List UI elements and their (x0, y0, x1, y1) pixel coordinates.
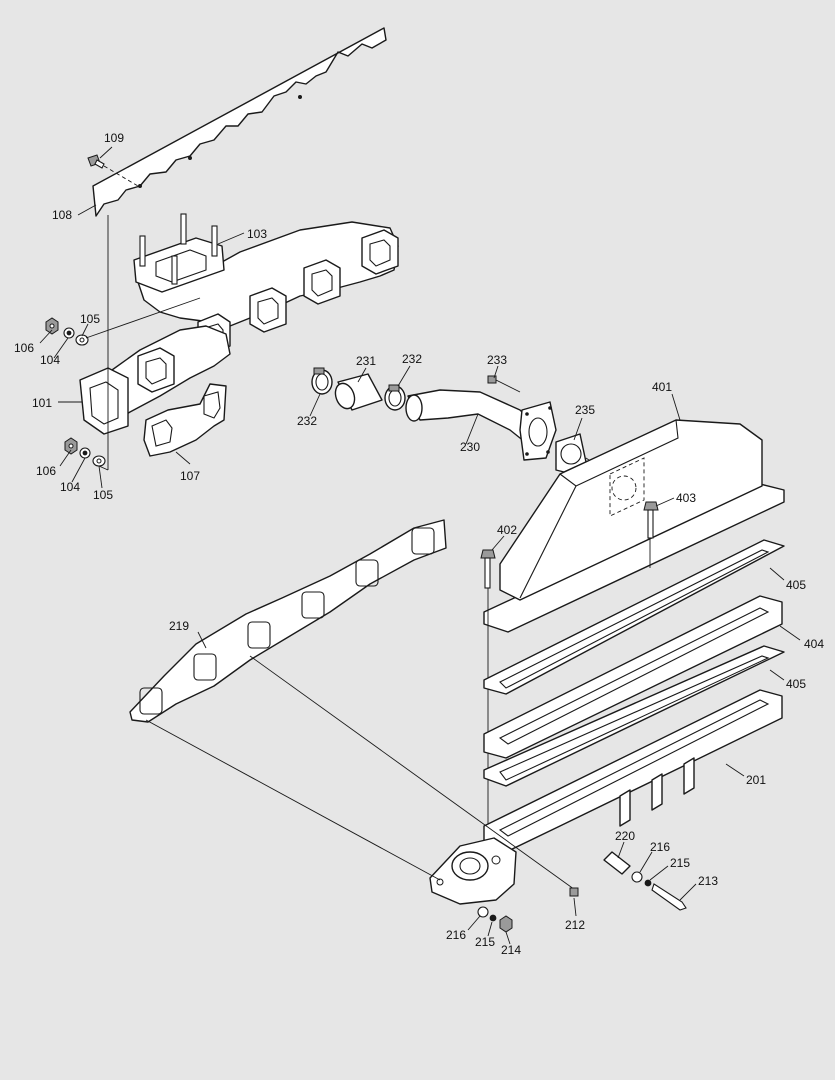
label-231: 231 (356, 354, 376, 368)
label-109: 109 (104, 131, 124, 145)
label-233: 233 (487, 353, 507, 367)
label-230: 230 (460, 440, 480, 454)
fasteners-bottom (477, 906, 513, 933)
bolt-233 (487, 375, 521, 393)
elbow-pipe-230 (405, 389, 557, 461)
fasteners-upper (45, 297, 201, 346)
label-213: 213 (698, 874, 718, 888)
part-labels: 109 108 103 105 106 104 101 106 104 105 … (14, 131, 824, 957)
label-214: 214 (501, 943, 521, 957)
bolt-403 (643, 501, 659, 568)
label-216-bottom: 216 (446, 928, 466, 942)
label-219: 219 (169, 619, 189, 633)
cover-401 (483, 419, 785, 633)
label-402: 402 (497, 523, 517, 537)
spacer-404 (483, 595, 783, 759)
plug-220 (603, 851, 631, 875)
label-101: 101 (32, 396, 52, 410)
label-216-right: 216 (650, 840, 670, 854)
bolt-402 (480, 549, 496, 826)
clamp-232a (311, 367, 333, 395)
label-215-bottom: 215 (475, 935, 495, 949)
label-232-right: 232 (402, 352, 422, 366)
label-212: 212 (565, 918, 585, 932)
bolt-109 (87, 154, 139, 187)
bolt-212 (569, 887, 579, 897)
gasket-405-upper (483, 539, 785, 695)
heat-shield-108 (92, 27, 387, 217)
gasket-107 (143, 383, 227, 457)
label-405-upper: 405 (786, 578, 806, 592)
gasket-219 (129, 519, 447, 723)
exhaust-manifold-front-101 (79, 325, 231, 435)
label-108: 108 (52, 208, 72, 222)
fasteners-lower (64, 437, 106, 467)
label-403: 403 (676, 491, 696, 505)
clamp-232b (384, 384, 406, 411)
label-235: 235 (575, 403, 595, 417)
label-106-lower: 106 (36, 464, 56, 478)
label-215-right: 215 (670, 856, 690, 870)
label-105-lower: 105 (93, 488, 113, 502)
label-232-left: 232 (297, 414, 317, 428)
hose-231 (334, 373, 383, 411)
label-104-lower: 104 (60, 480, 80, 494)
label-107: 107 (180, 469, 200, 483)
base-housing-201 (429, 689, 783, 905)
label-104-upper: 104 (40, 353, 60, 367)
label-105-upper: 105 (80, 312, 100, 326)
leader-lines (39, 146, 801, 945)
label-106-upper: 106 (14, 341, 34, 355)
gasket-405-lower (483, 645, 785, 787)
label-103: 103 (247, 227, 267, 241)
label-401: 401 (652, 380, 672, 394)
label-220: 220 (615, 829, 635, 843)
label-405-lower: 405 (786, 677, 806, 691)
label-404: 404 (804, 637, 824, 651)
label-201: 201 (746, 773, 766, 787)
fasteners-right (631, 871, 687, 911)
